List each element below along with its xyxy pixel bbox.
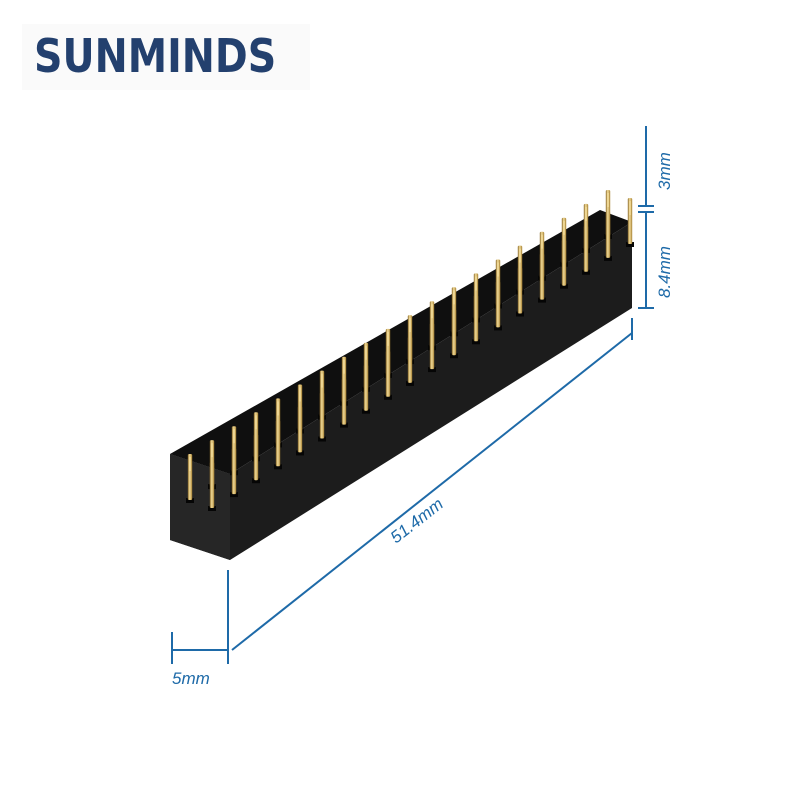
pin: [561, 217, 567, 264]
pin-tip: [255, 415, 257, 430]
socket-hole: [208, 506, 216, 511]
socket-hole: [516, 311, 524, 317]
pin: [187, 454, 193, 500]
socket-hole: [296, 450, 304, 456]
gold-pins: [187, 190, 633, 508]
pin-tip: [299, 387, 301, 402]
pin-tip: [277, 401, 279, 416]
pin-header-housing: [170, 210, 632, 560]
pin-tip: [409, 318, 411, 333]
logo-backdrop: [22, 24, 310, 90]
pin-tip: [387, 331, 389, 346]
pin-height-label: 3mm: [655, 152, 674, 190]
pin-tip: [453, 290, 455, 305]
socket-hole: [560, 283, 568, 289]
pin-tip: [321, 373, 323, 388]
socket-hole: [428, 367, 436, 373]
socket-hole: [230, 492, 238, 498]
pin: [429, 301, 435, 348]
pin-tip: [365, 345, 367, 360]
pin-tip: [607, 193, 609, 207]
socket-hole: [362, 408, 370, 414]
housing-front-face: [170, 222, 632, 560]
socket-hole: [252, 478, 260, 484]
pin-tip: [563, 220, 565, 235]
pin-tip: [497, 262, 499, 277]
pin-tip: [189, 457, 191, 471]
pin: [319, 370, 325, 417]
pin: [627, 198, 633, 244]
pin-tip: [233, 429, 235, 444]
pin-tip: [629, 201, 631, 215]
pin: [495, 259, 501, 306]
pin-tip: [519, 248, 521, 263]
pin-tip: [541, 234, 543, 249]
pin: [605, 190, 611, 236]
housing-end-face: [170, 454, 230, 560]
pin-tip: [431, 304, 433, 319]
body-height-label: 8.4mm: [655, 246, 674, 298]
pin: [341, 356, 347, 403]
pin-tip: [211, 443, 213, 458]
socket-hole: [450, 353, 458, 359]
socket-hole: [472, 339, 480, 345]
pin-tip: [343, 359, 345, 374]
pin: [363, 342, 369, 389]
socket-hole: [406, 380, 414, 386]
pin: [209, 440, 215, 487]
pin: [517, 245, 523, 292]
pin: [253, 412, 259, 459]
socket-hole: [494, 325, 502, 331]
brand-logo: SUNMINDS: [34, 29, 277, 83]
pin: [451, 287, 457, 334]
pin: [407, 315, 413, 362]
socket-hole: [186, 498, 194, 503]
pin: [583, 203, 589, 250]
pin-tip: [475, 276, 477, 291]
length-dimension-line: [231, 332, 633, 651]
pin: [539, 231, 545, 278]
socket-hole: [538, 297, 546, 303]
pin: [231, 426, 237, 473]
pin-tip: [585, 206, 587, 221]
socket-hole: [582, 269, 590, 275]
socket-hole: [318, 436, 326, 442]
pin: [275, 398, 281, 445]
pin: [385, 328, 391, 375]
socket-hole: [384, 394, 392, 400]
socket-hole: [340, 422, 348, 428]
socket-hole: [626, 242, 634, 247]
socket-hole: [274, 464, 282, 470]
housing-top-face: [170, 210, 632, 474]
width-label: 5mm: [172, 669, 210, 688]
pin: [473, 273, 479, 320]
socket-hole: [604, 255, 612, 261]
pin: [297, 384, 303, 431]
